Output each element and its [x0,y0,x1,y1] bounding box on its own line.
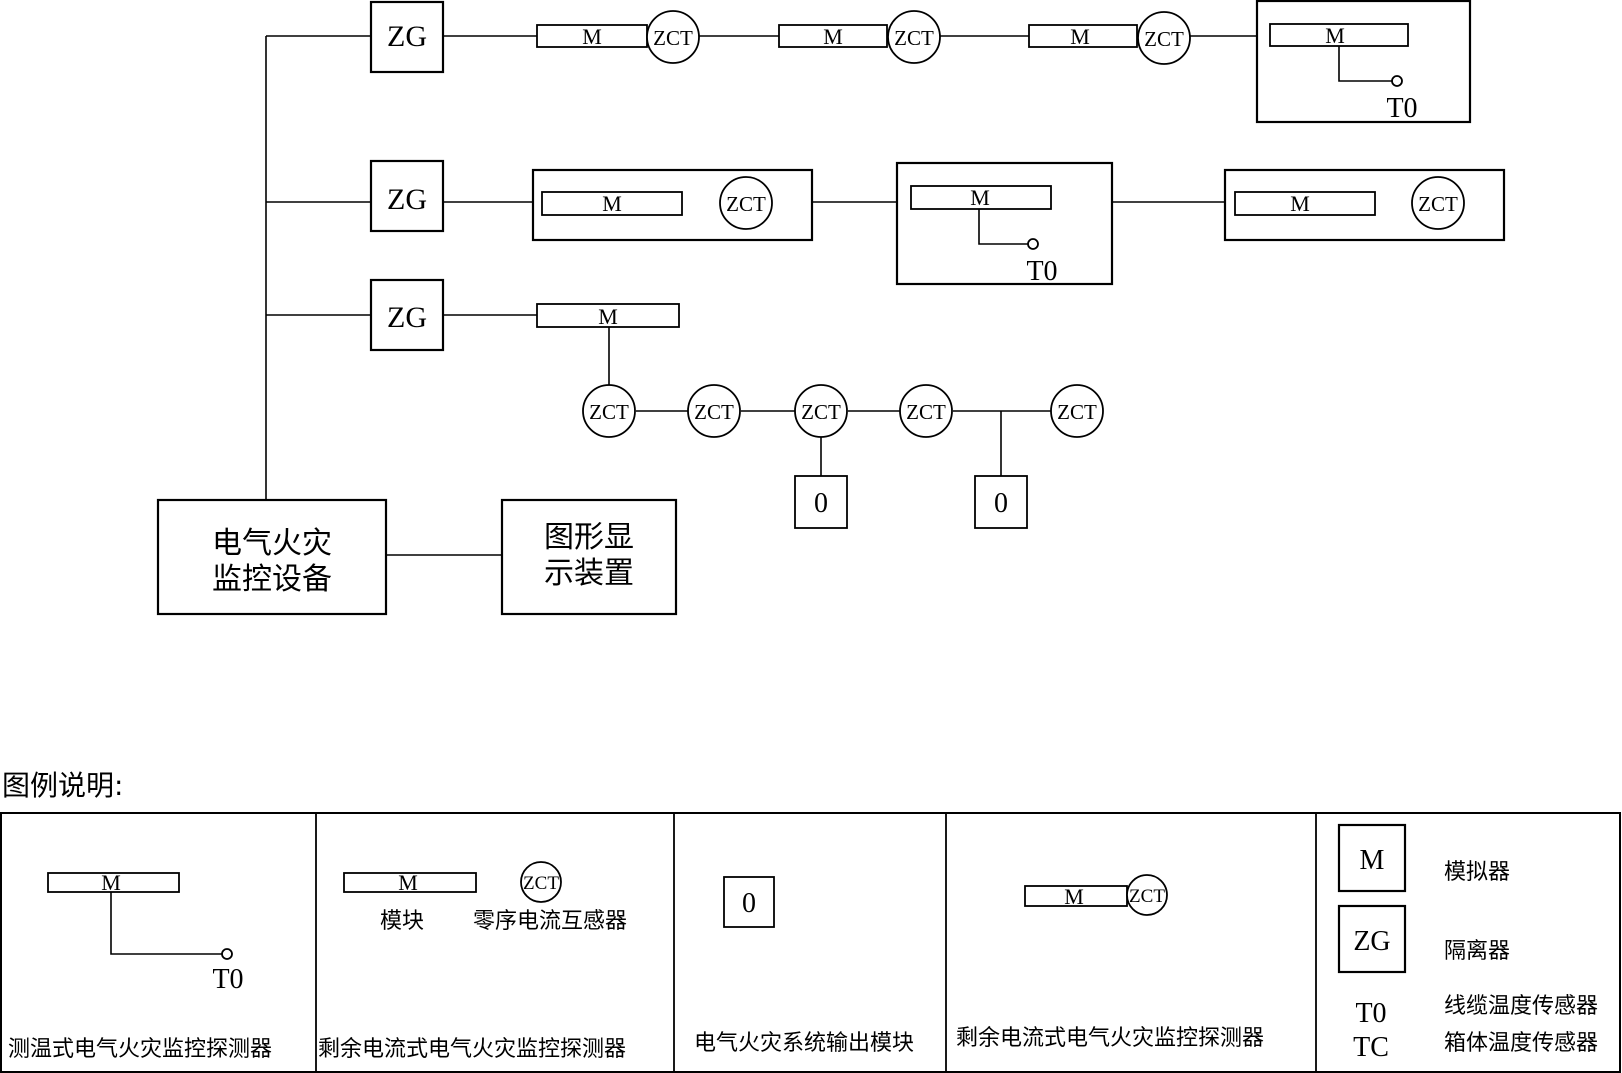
zct-label: ZCT [906,400,946,424]
legend-key-zg-symbol: ZG [1353,926,1390,957]
t0-label: T0 [212,964,243,995]
zct-label: ZCT [801,400,841,424]
residual-current-detector-1a: M ZCT [536,10,700,64]
legend-table [0,812,1621,1073]
legend-key-t0-symbol: T0 [1355,998,1386,1029]
module-m-label: M [823,24,843,49]
isolator-zg-1: ZG [369,0,445,74]
legend-key-zg-meaning: 隔离器 [1444,939,1510,964]
row-1: ZG M ZCT M ZCT M ZCT M T0 [369,0,1472,124]
residual-current-detector-1c: M ZCT [1028,11,1191,65]
isolator-zg-2-label: ZG [387,183,427,216]
graphic-display-device-line1: 图形显 [544,520,634,555]
zct-label: ZCT [894,26,934,50]
isolator-zg-2: ZG [369,159,445,233]
zct-3b: ZCT [687,384,741,438]
zct-3d: ZCT [899,384,953,438]
output-module-3b: 0 [974,475,1028,529]
graphic-display-device: 图形显 示装置 [500,498,678,616]
zct-label: ZCT [1418,192,1458,216]
legend-caption-2: 剩余电流式电气火灾监控探测器 [318,1037,626,1062]
legend-key-tc-symbol: TC [1353,1032,1389,1063]
legend-key-m-meaning: 模拟器 [1444,860,1510,885]
legend-caption-4: 剩余电流式电气火灾监控探测器 [956,1026,1264,1051]
module-m-label: M [1064,884,1084,909]
temperature-detector-2: M T0 [895,161,1114,287]
residual-current-detector-2b: M ZCT [1223,168,1506,242]
t0-label: T0 [1026,256,1057,287]
zct-label: ZCT [1129,886,1165,907]
legend-module-label: 模块 [380,909,424,934]
legend-zct-label: 零序电流互感器 [473,909,627,934]
bus-lines [265,35,502,556]
legend-key-tc-meaning: 箱体温度传感器 [1444,1031,1598,1056]
legend-symbol-key: M 模拟器 ZG 隔离器 T0 线缆温度传感器 TC 箱体温度传感器 [1337,823,1598,1063]
legend-key-t0-meaning: 线缆温度传感器 [1444,994,1598,1019]
zct-3c: ZCT [794,384,848,438]
module-m-label: M [598,304,618,329]
fire-monitoring-device: 电气火灾 监控设备 [156,498,388,616]
legend-residual-current-detector-combined: M ZCT 剩余电流式电气火灾监控探测器 [956,874,1264,1051]
graphic-display-device-line2: 示装置 [544,556,634,591]
legend-title: 图例说明: [2,769,123,802]
temperature-detector-1: M T0 [1255,0,1472,124]
legend-temperature-detector: M T0 测温式电气火灾监控探测器 [8,870,272,1062]
module-m-label: M [101,870,121,895]
fire-monitoring-device-line1: 电气火灾 [212,526,332,561]
zct-3e: ZCT [1050,384,1104,438]
legend-caption-1: 测温式电气火灾监控探测器 [8,1037,272,1062]
isolator-zg-3-label: ZG [387,301,427,334]
output-module-label: 0 [994,488,1008,519]
module-m-label: M [1325,23,1345,48]
module-m-label: M [602,191,622,216]
legend-caption-3: 电气火灾系统输出模块 [694,1031,914,1056]
row-2: ZG M ZCT M T0 M ZCT [369,159,1506,287]
output-module-label: 0 [742,888,756,919]
module-m-label: M [970,185,990,210]
legend-key-m-symbol: M [1360,845,1385,876]
zct-label: ZCT [523,873,559,894]
fire-monitoring-device-line2: 监控设备 [212,562,332,597]
legend-output-module: 0 电气火灾系统输出模块 [694,876,914,1056]
zct-label: ZCT [726,192,766,216]
zct-label: ZCT [1144,27,1184,51]
residual-current-detector-2a: M ZCT [531,168,814,242]
residual-current-detector-1b: M ZCT [778,10,941,64]
module-m-label: M [1290,191,1310,216]
zct-label: ZCT [589,400,629,424]
zct-3a: ZCT [582,384,636,438]
isolator-zg-3: ZG [369,278,445,352]
legend-residual-current-detector-separate: M ZCT 模块 零序电流互感器 剩余电流式电气火灾监控探测器 [318,861,627,1062]
row-3: ZG M ZCT ZCT ZCT ZCT ZCT 0 [369,278,1104,529]
t0-label: T0 [1386,93,1417,124]
module-m-3: M [536,303,680,329]
zct-label: ZCT [653,26,693,50]
output-module-3a: 0 [794,475,848,529]
zct-label: ZCT [694,400,734,424]
module-m-label: M [582,24,602,49]
module-m-label: M [398,870,418,895]
zct-label: ZCT [1057,400,1097,424]
isolator-zg-1-label: ZG [387,20,427,53]
output-module-label: 0 [814,488,828,519]
module-m-label: M [1070,24,1090,49]
